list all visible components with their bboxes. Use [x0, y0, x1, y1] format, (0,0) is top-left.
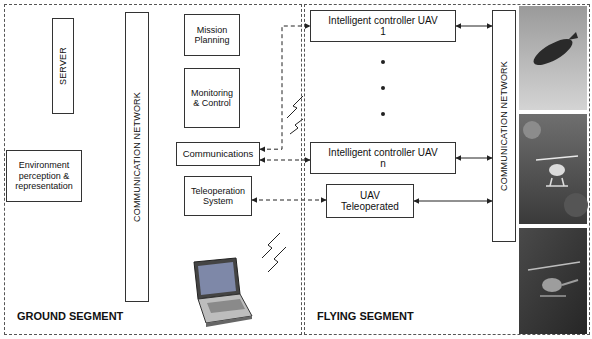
helicopter-photo: [519, 114, 588, 224]
box-label: Environment perception & representation: [10, 160, 78, 191]
laptop-icon: [194, 258, 252, 327]
flying-segment-region: FLYING SEGMENT Intelligent controller UAV…: [304, 4, 590, 335]
monitoring-box: Monitoring & Control: [184, 68, 240, 128]
teleoperation-box: Teleoperation System: [184, 176, 252, 216]
link-arrow: [414, 201, 492, 202]
box-label: Monitoring & Control: [188, 88, 236, 109]
uav-controller-box: Intelligent controller UAV n: [310, 142, 456, 174]
box-label: UAV Teleoperated: [330, 190, 410, 213]
vertical-label: COMMUNICATION NETWORK: [132, 92, 142, 222]
wireless-bolt: [262, 96, 303, 272]
ellipsis-dots: [381, 60, 385, 116]
uav-controller-box: Intelligent controller UAV 1: [310, 10, 456, 42]
ground-uav-photo: [519, 228, 587, 334]
network-band: COMMUNICATION NETWORK: [492, 10, 516, 242]
link-arrow: [456, 26, 492, 27]
perception-box: Environment perception & representation: [6, 150, 82, 202]
box-label: Intelligent controller UAV n: [327, 147, 439, 170]
mission-planning-box: Mission Planning: [184, 14, 240, 56]
teleoperated-uav-box: UAV Teleoperated: [326, 184, 414, 218]
box-label: Teleoperation System: [188, 186, 248, 207]
link-arrow: [260, 160, 310, 161]
segment-title: FLYING SEGMENT: [317, 310, 414, 322]
communications-box: Communications: [176, 142, 260, 166]
vertical-label: COMMUNICATION NETWORK: [499, 61, 509, 191]
server-box: SERVER: [52, 18, 74, 114]
network-band: COMMUNICATION NETWORK: [125, 12, 149, 302]
link-arrow: [260, 26, 310, 149]
link-arrow: [456, 158, 492, 159]
ground-segment-region: GROUND SEGMENT SERVER Environment percepti…: [4, 4, 302, 335]
box-label: Communications: [183, 149, 254, 160]
box-label: Mission Planning: [188, 25, 236, 46]
link-arrow: [252, 200, 326, 201]
blimp-photo: [519, 6, 587, 110]
vertical-label: SERVER: [58, 47, 68, 85]
box-label: Intelligent controller UAV 1: [327, 15, 439, 38]
segment-title: GROUND SEGMENT: [17, 310, 123, 322]
